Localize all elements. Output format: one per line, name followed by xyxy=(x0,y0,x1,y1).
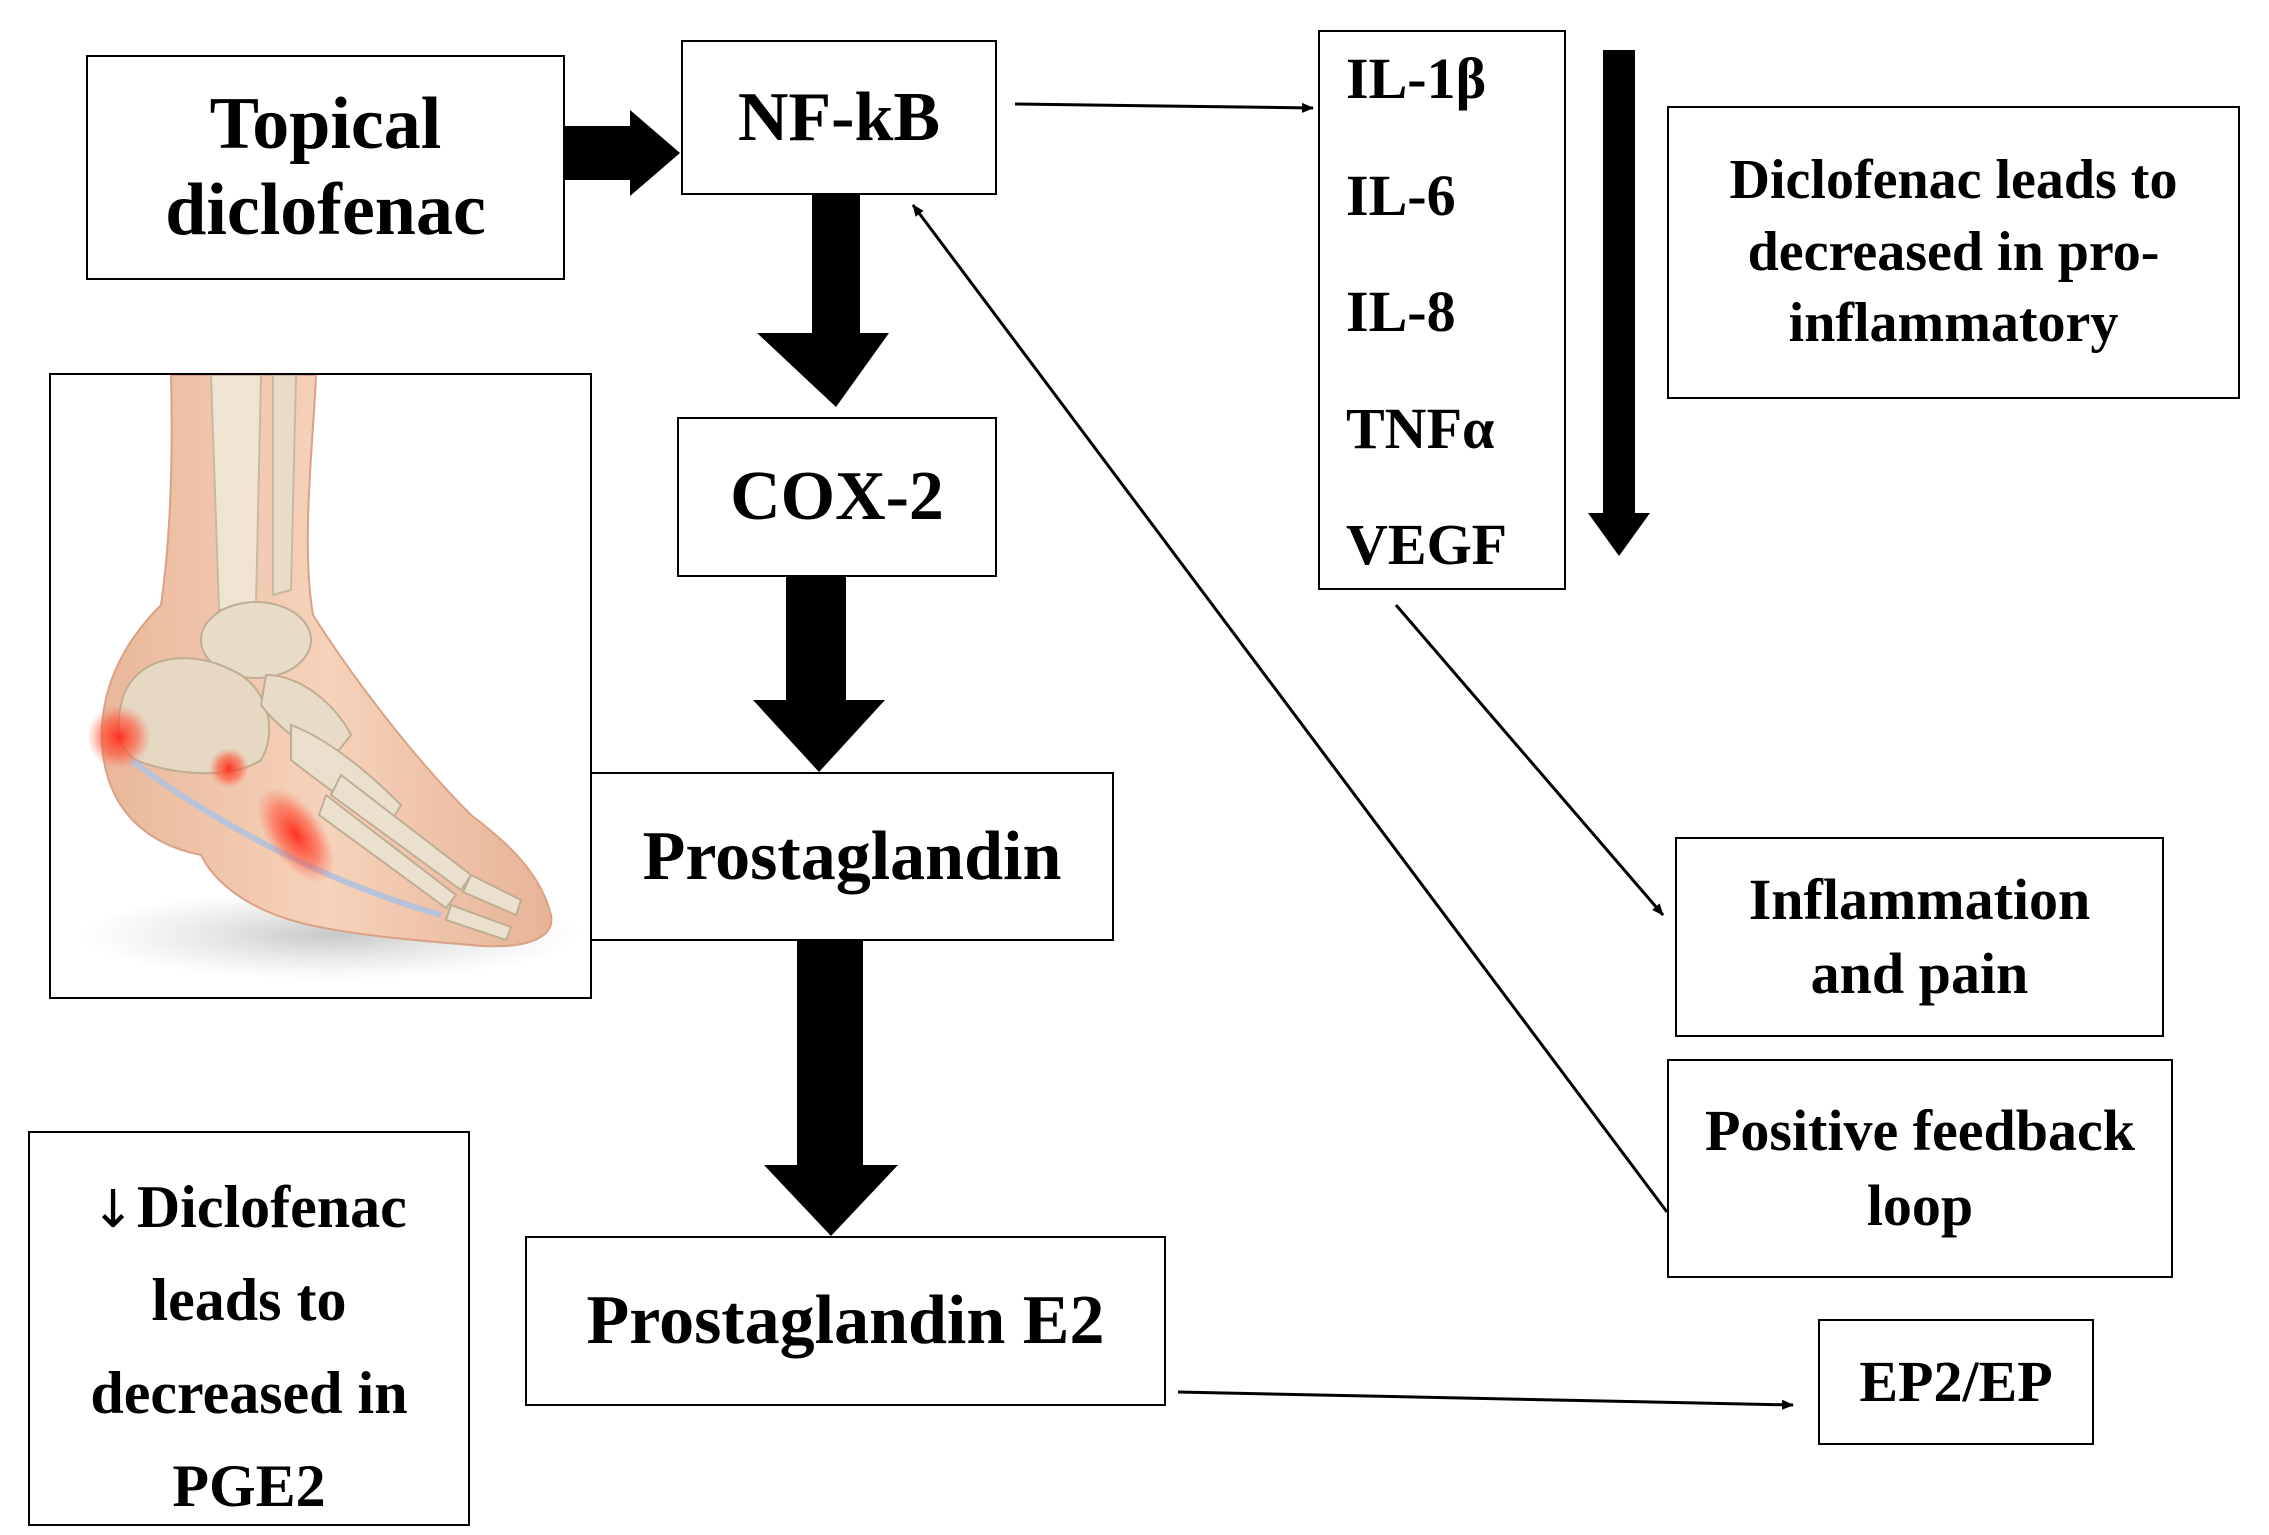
pge2-note-box: ↓Diclofenac leads to decreased in PGE2 xyxy=(28,1131,470,1526)
foot-illustration xyxy=(49,373,592,999)
foot-heel-pain-icon xyxy=(81,375,581,980)
cytokine-item: IL-1β xyxy=(1346,46,1487,111)
nfkb-box: NF-kB xyxy=(681,40,997,195)
pge2-box: Prostaglandin E2 xyxy=(525,1236,1166,1406)
cox2-box: COX-2 xyxy=(677,417,997,577)
topical-diclofenac-box: Topical diclofenac xyxy=(86,55,565,280)
inflammation-box: Inflammation and pain xyxy=(1675,837,2164,1037)
cytokine-note-box: Diclofenac leads to decreased in pro-inf… xyxy=(1667,106,2240,399)
arrow-feedback-to-nfkb xyxy=(911,204,1669,1213)
arrow-pge2-to-ep xyxy=(1177,1390,1794,1410)
ep-receptor-box: EP2/EP xyxy=(1818,1319,2094,1445)
arrow-nfkb-to-cox2 xyxy=(757,195,889,407)
ep-receptor-label: EP2/EP xyxy=(1859,1348,2053,1414)
feedback-label: Positive feedback loop xyxy=(1704,1098,2136,1238)
nfkb-label: NF-kB xyxy=(737,78,941,156)
pge2-label: Prostaglandin E2 xyxy=(586,1282,1105,1360)
arrow-cytokines-decrease xyxy=(1588,50,1650,556)
cytokine-list: IL-1β IL-6 IL-8 TNFα VEGF xyxy=(1318,30,1566,590)
cytokine-note-label: Diclofenac leads to decreased in pro-inf… xyxy=(1729,148,2178,355)
prostaglandin-box: Prostaglandin xyxy=(590,772,1114,941)
cytokine-item: VEGF xyxy=(1346,512,1508,577)
cytokine-item: IL-8 xyxy=(1346,279,1456,344)
cox2-label: COX-2 xyxy=(730,458,944,536)
arrow-cox2-to-prostaglandin xyxy=(753,577,885,772)
pge2-note-label: Diclofenac leads to decreased in PGE2 xyxy=(90,1174,408,1519)
arrow-topical-to-nfkb xyxy=(563,110,680,196)
down-arrow-icon: ↓ xyxy=(91,1180,135,1240)
prostaglandin-label: Prostaglandin xyxy=(642,817,1062,895)
arrow-prostaglandin-to-pge2 xyxy=(764,941,898,1236)
inflammation-label: Inflammation and pain xyxy=(1748,866,2091,1006)
cytokine-item: IL-6 xyxy=(1346,162,1456,228)
arrow-cytokines-to-inflammation xyxy=(1394,604,1665,916)
cytokine-item: TNFα xyxy=(1346,395,1495,461)
feedback-box: Positive feedback loop xyxy=(1667,1059,2173,1278)
arrow-nfkb-to-cytokines xyxy=(1014,102,1314,113)
topical-diclofenac-label: Topical diclofenac xyxy=(165,83,486,251)
